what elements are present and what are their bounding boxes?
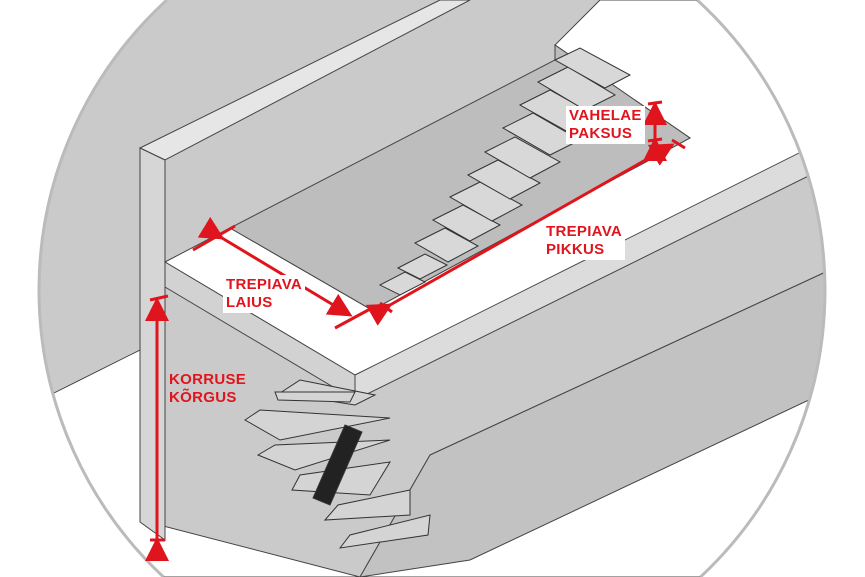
dimension-lines xyxy=(145,100,686,561)
label-opening-length: TREPIAVA PIKKUS xyxy=(543,222,626,260)
lower-wall-band xyxy=(359,269,825,577)
label-line: LAIUS xyxy=(226,294,273,311)
label-line: TREPIAVA xyxy=(226,276,303,293)
label-line: PIKKUS xyxy=(546,241,605,258)
label-line: PAKSUS xyxy=(569,125,633,142)
frame-circle xyxy=(37,0,827,577)
lower-flight xyxy=(244,379,431,549)
label-floor-height: KORRUSE KÕRGUS xyxy=(166,370,249,408)
label-floor-thickness: VAHELAE PAKSUS xyxy=(566,106,645,144)
left-wall-face xyxy=(139,147,166,541)
label-line: TREPIAVA xyxy=(546,223,623,240)
opening-length-arrow xyxy=(365,143,675,326)
label-opening-width: TREPIAVA LAIUS xyxy=(223,275,306,313)
label-line: VAHELAE xyxy=(569,107,642,124)
label-line: KORRUSE xyxy=(169,371,247,388)
label-line: KÕRGUS xyxy=(169,389,237,406)
